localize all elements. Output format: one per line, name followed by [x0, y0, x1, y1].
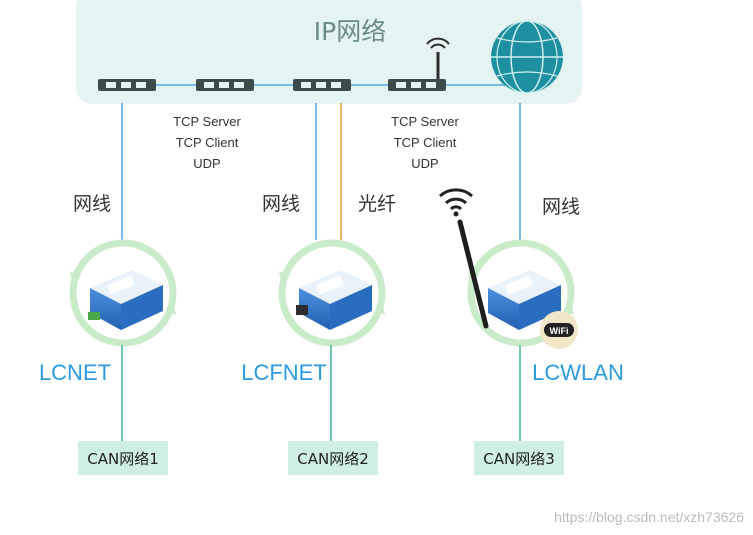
- switch-port-icon: [98, 79, 156, 91]
- protocol-label: TCP Client: [176, 135, 239, 150]
- ip-network-title: IP网络: [314, 17, 386, 46]
- protocol-label: TCP Server: [173, 114, 241, 129]
- cable-label: 光纤: [358, 193, 396, 215]
- protocol-label: UDP: [193, 156, 220, 171]
- watermark-url: https://blog.csdn.net/xzh73626: [554, 509, 744, 525]
- device-lcwlan: WiFi: [457, 219, 578, 349]
- gateway-device-icon: [296, 270, 372, 330]
- device-lcnet: [69, 239, 177, 347]
- device-name-label: LCFNET: [241, 360, 327, 385]
- can-network-label: CAN网络3: [483, 450, 555, 468]
- can-network-box: [474, 441, 564, 475]
- protocol-label: UDP: [411, 156, 438, 171]
- ip-network-band: [76, 0, 582, 104]
- antenna-icon: [426, 37, 450, 79]
- protocol-label: TCP Client: [394, 135, 457, 150]
- antenna-icon: [457, 219, 489, 329]
- switch-port-icon: [388, 79, 446, 91]
- can-network-label: CAN网络2: [297, 450, 369, 468]
- device-name-label: LCNET: [39, 360, 111, 385]
- cable-label: 网线: [542, 196, 580, 218]
- can-network-box: [78, 441, 168, 475]
- can-network-box: [288, 441, 378, 475]
- can-network-label: CAN网络1: [87, 450, 159, 468]
- wifi-badge-icon: WiFi: [540, 311, 578, 349]
- device-lcfnet: [278, 239, 386, 347]
- cable-label: 网线: [73, 193, 111, 215]
- wifi-icon: [439, 188, 473, 217]
- cable-label: 网线: [262, 193, 300, 215]
- switch-port-icon: [196, 79, 254, 91]
- protocol-label: TCP Server: [391, 114, 459, 129]
- gateway-device-icon: [488, 270, 561, 330]
- globe-icon: [491, 20, 563, 94]
- gateway-device-icon: [88, 270, 163, 330]
- device-name-label: LCWLAN: [532, 360, 624, 385]
- switch-port-icon: [293, 79, 351, 91]
- wifi-badge-label: WiFi: [550, 326, 569, 336]
